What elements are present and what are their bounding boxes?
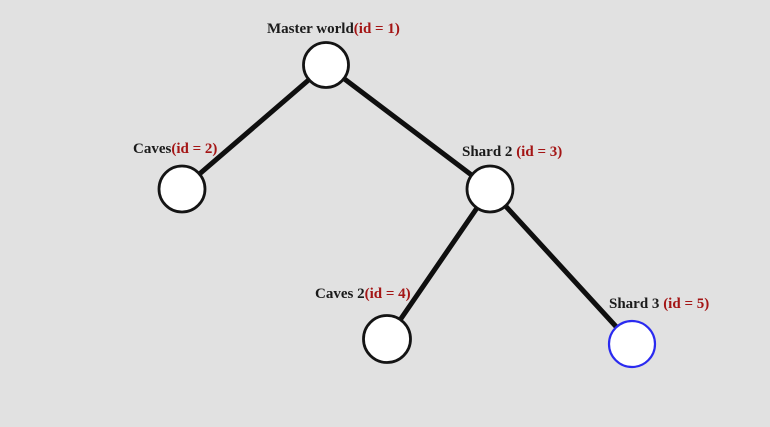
node-id: (id = 5) xyxy=(663,296,710,312)
node-caves2[interactable] xyxy=(362,314,412,364)
node-name: Caves xyxy=(133,141,172,157)
node-name: Shard 2 xyxy=(462,144,517,160)
node-master-world[interactable] xyxy=(302,41,350,89)
node-id: (id = 3) xyxy=(516,144,563,160)
edge-master-world-shard2 xyxy=(323,62,493,192)
node-id: (id = 1) xyxy=(353,21,400,37)
edge-shard2-caves2 xyxy=(384,186,493,342)
node-id: (id = 2) xyxy=(171,141,218,157)
node-label-caves2: Caves 2(id = 4) xyxy=(315,287,411,302)
node-label-master-world: Master world(id = 1) xyxy=(267,22,400,37)
node-name: Caves 2 xyxy=(315,286,365,302)
node-id: (id = 4) xyxy=(364,286,411,302)
node-shard2[interactable] xyxy=(465,164,515,214)
node-shard3-selected[interactable] xyxy=(607,319,657,369)
node-label-shard3: Shard 3 (id = 5) xyxy=(609,297,709,312)
edge-master-world-caves xyxy=(179,62,329,192)
edge-shard2-shard3 xyxy=(487,186,635,347)
node-caves[interactable] xyxy=(157,164,207,214)
node-name: Shard 3 xyxy=(609,296,664,312)
node-name: Master world xyxy=(267,21,354,37)
node-label-caves: Caves(id = 2) xyxy=(133,142,217,157)
node-label-shard2: Shard 2 (id = 3) xyxy=(462,145,562,160)
